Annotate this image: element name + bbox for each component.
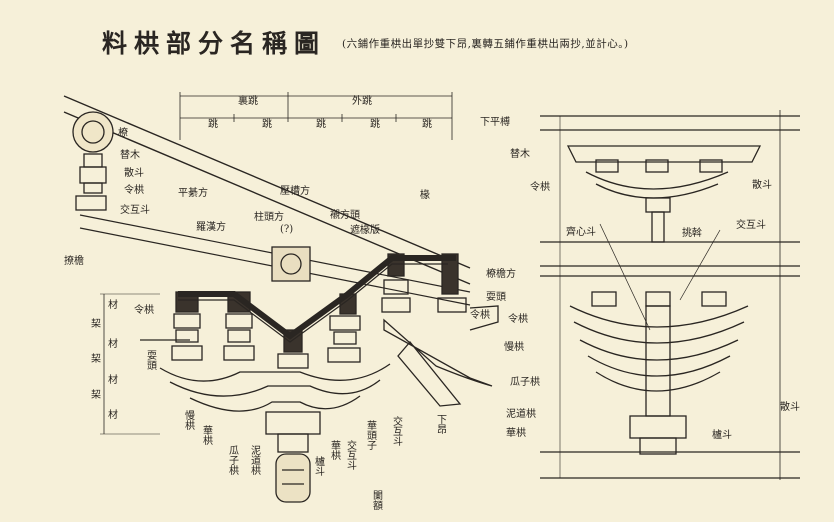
bottom_vertical_labels-10: 下昂 xyxy=(435,414,447,434)
right_labels-13: 散斗 xyxy=(780,400,800,413)
diagram-subtitle: (六鋪作重栱出單抄雙下昂,裏轉五鋪作重栱出兩抄,並計心。) xyxy=(342,38,629,50)
right-section-drawing xyxy=(540,110,800,480)
right_labels-7: 令栱 xyxy=(508,312,528,325)
header_labels-2: 跳 xyxy=(208,117,218,130)
left_labels-3: 令栱 xyxy=(124,183,144,196)
middle_labels-6: 遮椽版 xyxy=(350,223,380,236)
bottom_vertical_labels-0: 耍頭 xyxy=(145,350,157,371)
right_labels-10: 泥道栱 xyxy=(506,407,536,420)
vertical_labels-6: 材 xyxy=(108,408,118,421)
left_labels-5: 撩檐 xyxy=(64,254,84,267)
bottom_vertical_labels-6: 華栱 xyxy=(329,440,341,461)
bottom_vertical_labels-7: 交互斗 xyxy=(345,439,357,470)
right_labels-2: 令栱 xyxy=(530,180,550,193)
vertical_labels-0: 材 xyxy=(108,298,118,311)
header_labels-6: 跳 xyxy=(422,117,432,130)
bottom_vertical_labels-2: 華栱 xyxy=(201,425,213,446)
bottom-vertical-labels: 耍頭慢栱華栱瓜子栱泥道栱櫨斗華栱交互斗華頭子交互斗下昂闌額 xyxy=(145,350,447,511)
middle_labels-5: 襯方頭 xyxy=(330,208,360,221)
bottom_vertical_labels-11: 闌額 xyxy=(371,490,383,511)
header-labels: 裏跳 外跳跳 跳 跳 跳 跳 xyxy=(208,94,432,130)
right_labels-5: 挑斡 xyxy=(682,226,702,239)
header_labels-4: 跳 xyxy=(316,117,326,130)
right-labels: 下平榑替木令栱散斗齊心斗挑斡交互斗令栱慢栱瓜子栱泥道栱華栱櫨斗散斗 xyxy=(480,115,800,441)
right_labels-12: 櫨斗 xyxy=(712,428,732,441)
header_labels-5: 跳 xyxy=(370,117,380,130)
bottom_vertical_labels-4: 泥道栱 xyxy=(249,444,261,476)
right_labels-9: 瓜子栱 xyxy=(510,375,540,388)
vertical_labels-3: 栔 xyxy=(91,353,101,365)
right_labels-11: 華栱 xyxy=(506,426,526,439)
left_labels-4: 交互斗 xyxy=(120,203,150,216)
bottom_vertical_labels-5: 櫨斗 xyxy=(313,455,325,476)
left-section-drawing xyxy=(63,92,499,503)
vertical_labels-1: 栔 xyxy=(91,318,101,330)
right_labels-1: 替木 xyxy=(510,147,530,160)
vertical_labels-4: 材 xyxy=(108,373,118,386)
middle_labels-9: 耍頭 xyxy=(486,291,506,303)
middle_labels-1: 羅漢方 xyxy=(196,220,226,233)
left_labels-6: 令栱 xyxy=(134,303,154,316)
vertical_labels-2: 材 xyxy=(108,337,118,350)
diagram-title: 料栱部分名稱圖 xyxy=(102,29,327,58)
right_labels-3: 散斗 xyxy=(752,178,772,191)
left_labels-1: 替木 xyxy=(120,148,140,161)
middle_labels-3: 壓槽方 xyxy=(280,184,310,197)
left_labels-0: 橑 xyxy=(118,126,128,139)
right_labels-8: 慢栱 xyxy=(504,340,524,353)
bottom_vertical_labels-3: 瓜子栱 xyxy=(227,445,239,476)
vertical_labels-5: 栔 xyxy=(91,389,101,401)
middle_labels-8: 橑檐方 xyxy=(486,267,516,280)
right_labels-6: 交互斗 xyxy=(736,218,766,231)
middle_labels-0: 平綦方 xyxy=(178,186,208,199)
middle_labels-4: (?) xyxy=(280,224,293,235)
right_labels-0: 下平榑 xyxy=(480,115,510,128)
left_labels-2: 散斗 xyxy=(124,166,144,179)
right_labels-4: 齊心斗 xyxy=(566,225,596,238)
header_labels-1: 外跳 xyxy=(352,94,372,107)
middle_labels-10: 令栱 xyxy=(470,308,490,321)
header_labels-0: 裏跳 xyxy=(238,94,258,107)
middle_labels-7: 椽 xyxy=(420,188,430,201)
bottom_vertical_labels-8: 華頭子 xyxy=(365,420,377,450)
header_labels-3: 跳 xyxy=(262,117,272,130)
bottom_vertical_labels-9: 交互斗 xyxy=(391,415,403,446)
bottom_vertical_labels-1: 慢栱 xyxy=(183,410,195,431)
middle_labels-2: 柱頭方 xyxy=(254,210,284,223)
